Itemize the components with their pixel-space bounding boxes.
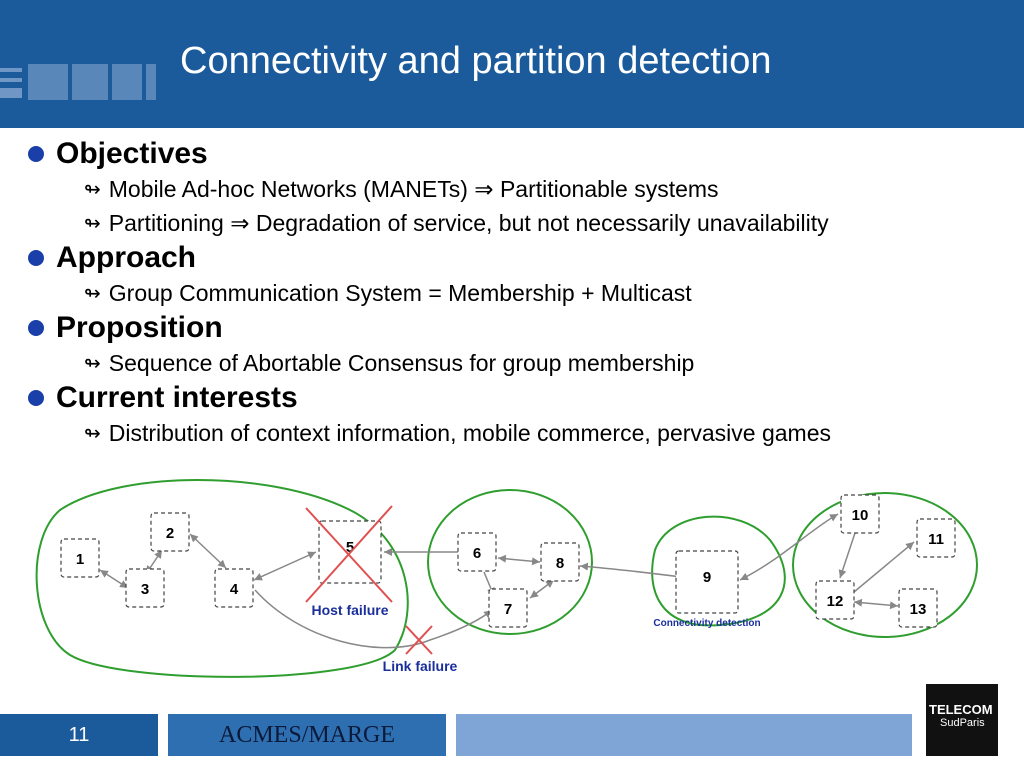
node-box [457, 532, 497, 572]
bullet-item: Current interests [28, 380, 1018, 416]
node-box [125, 568, 165, 608]
node-box [488, 588, 528, 628]
bullet-heading: Current interests [56, 381, 298, 414]
node-box [898, 588, 938, 628]
node-11: 11 [916, 518, 956, 558]
node-box [840, 494, 880, 534]
node-label: 10 [852, 507, 869, 524]
node-label: 6 [473, 545, 481, 562]
node-2: 2 [150, 512, 190, 552]
node-label: 7 [504, 601, 512, 618]
node-8: 8 [540, 542, 580, 582]
connectivity-detection-label: Connectivity detection [653, 618, 760, 629]
bullet-heading: Approach [56, 241, 197, 274]
sub-bullet-item: ↬ Distribution of context information, mo… [28, 416, 1018, 450]
sub-bullet-text: Mobile Ad-hoc Networks (MANETs) ⇒ Partit… [108, 175, 719, 202]
page-number: 11 [0, 714, 158, 756]
footer-bar [456, 714, 912, 756]
bullet-heading: Proposition [56, 311, 223, 344]
sub-bullet-arrow-icon: ↬ [84, 178, 101, 201]
node-6: 6 [457, 532, 497, 572]
node-label: 12 [827, 593, 844, 610]
node-box [675, 550, 739, 614]
node-label: 9 [703, 569, 711, 586]
group-b-outline [427, 489, 593, 635]
node-box [916, 518, 956, 558]
node-box [214, 568, 254, 608]
node-box [150, 512, 190, 552]
node-box [60, 538, 100, 578]
sub-bullet-arrow-icon: ↬ [84, 282, 101, 305]
node-3: 3 [125, 568, 165, 608]
bullet-item: Objectives [28, 136, 1018, 172]
node-label: 13 [910, 601, 927, 618]
sub-bullet-text: Distribution of context information, mob… [108, 419, 832, 446]
group-c-outline [651, 515, 786, 627]
group-a-outline [35, 479, 409, 678]
node-box [815, 580, 855, 620]
brand-line-1: TELECOM [929, 702, 993, 717]
node-label: 8 [556, 555, 564, 572]
host-failure-label: Host failure [311, 602, 388, 618]
node-label: 2 [166, 525, 174, 542]
node-13: 13 [898, 588, 938, 628]
sub-bullet-item: ↬ Partitioning ⇒ Degradation of service, … [28, 206, 1018, 240]
sub-bullet-text: Partitioning ⇒ Degradation of service, b… [108, 209, 829, 236]
node-4: 4 [214, 568, 254, 608]
node-box [540, 542, 580, 582]
slide-header: Connectivity and partition detection [0, 0, 1024, 128]
bullet-dot-icon [28, 390, 44, 406]
slide-footer: 11 ACMES/MARGE [0, 712, 1024, 768]
node-label: 5 [346, 539, 354, 556]
bullet-heading: Objectives [56, 137, 208, 170]
node-1: 1 [60, 538, 100, 578]
link-failure-label: Link failure [383, 658, 458, 674]
sub-bullet-text: Group Communication System = Membership … [108, 279, 692, 306]
project-name: ACMES/MARGE [168, 714, 446, 756]
node-12: 12 [815, 580, 855, 620]
telecom-sudparis-logo: TELECOM SudParis [926, 684, 998, 756]
brand-line-2: SudParis [940, 717, 985, 729]
bullet-dot-icon [28, 250, 44, 266]
node-label: 11 [928, 531, 944, 548]
institution-logo-icon [0, 64, 156, 100]
sub-bullet-item: ↬ Group Communication System = Membership… [28, 276, 1018, 310]
sub-bullet-text: Sequence of Abortable Consensus for grou… [108, 349, 695, 376]
node-9: 9 [675, 550, 739, 614]
node-label: 1 [76, 551, 84, 568]
sub-bullet-arrow-icon: ↬ [84, 212, 101, 235]
bullet-dot-icon [28, 146, 44, 162]
bullet-item: Approach [28, 240, 1018, 276]
link-failure-cross-icon [405, 625, 433, 655]
node-7: 7 [488, 588, 528, 628]
bullet-list: Objectives ↬ Mobile Ad-hoc Networks (MANET… [28, 136, 1018, 450]
host-failure-cross-icon [305, 505, 393, 603]
slide-title: Connectivity and partition detection [180, 40, 772, 82]
sub-bullet-item: ↬ Mobile Ad-hoc Networks (MANETs) ⇒ Parti… [28, 172, 1018, 206]
sub-bullet-arrow-icon: ↬ [84, 422, 101, 445]
node-10: 10 [840, 494, 880, 534]
sub-bullet-arrow-icon: ↬ [84, 352, 101, 375]
bullet-item: Proposition [28, 310, 1018, 346]
node-label: 4 [230, 581, 239, 598]
node-label: 3 [141, 581, 149, 598]
sub-bullet-item: ↬ Sequence of Abortable Consensus for gro… [28, 346, 1018, 380]
bullet-dot-icon [28, 320, 44, 336]
group-outlines [35, 479, 978, 678]
